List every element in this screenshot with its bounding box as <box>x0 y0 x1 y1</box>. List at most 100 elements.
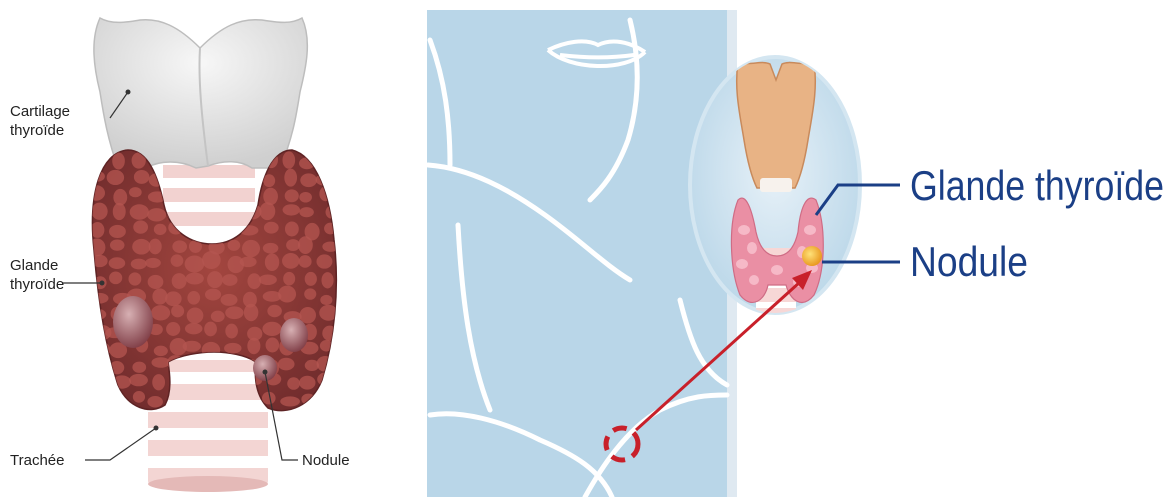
gland-lobule <box>263 243 279 254</box>
gland-lobule <box>171 305 184 318</box>
gland-lobule <box>154 224 167 235</box>
neck-panel <box>427 10 727 497</box>
label-trachea: Trachée <box>10 452 64 469</box>
gland-lobule <box>321 272 333 288</box>
gland-lobule <box>166 322 180 336</box>
gland-lobule <box>317 372 335 386</box>
gland-lobule <box>132 362 146 373</box>
gland-lobule <box>259 274 277 285</box>
gland-lobule <box>299 192 312 203</box>
nodule-left <box>113 296 153 348</box>
label-nodule-left: Nodule <box>302 452 350 469</box>
gland-lobule <box>109 361 124 374</box>
gland-lobule <box>204 322 217 337</box>
gland-lobule <box>286 239 300 251</box>
gland-lobule <box>211 311 225 322</box>
gland-lobule <box>152 374 165 390</box>
gland-lobule <box>299 207 314 217</box>
gland-lobule <box>187 291 200 305</box>
yellow-nodule <box>802 246 822 266</box>
gland-lobule <box>299 376 315 390</box>
gland-lobule <box>185 256 205 273</box>
gland-lobule <box>283 204 300 215</box>
gland-lobule <box>149 173 165 187</box>
gland-lobule <box>282 253 299 269</box>
gland-lobule <box>172 240 187 253</box>
gland-lobule <box>91 359 108 369</box>
gland-lobule <box>267 305 282 318</box>
gland-lobule <box>316 254 332 268</box>
gland-lobule <box>93 378 111 389</box>
gland-lobule <box>285 189 299 202</box>
gland-lobule <box>285 221 299 236</box>
gland-lobule <box>109 272 122 285</box>
gland-lobule <box>187 307 204 323</box>
gland-lobule <box>320 153 338 168</box>
gland-lobule <box>171 254 184 266</box>
gland-lobule <box>284 169 297 187</box>
gland-lobule <box>110 239 125 250</box>
nodule-right <box>280 318 308 352</box>
gland-lobule <box>130 204 149 219</box>
gland-lobule <box>165 291 182 306</box>
gland-lobule <box>89 171 105 182</box>
gland-lobule <box>89 392 106 406</box>
label-gland-1: Glande <box>10 257 58 274</box>
gland-lobule <box>186 272 204 284</box>
gland-lobule <box>207 271 223 288</box>
gland-lobule <box>282 151 295 168</box>
gland-lobule <box>278 358 295 371</box>
gland-lobule <box>300 173 317 187</box>
gland-lobule <box>278 286 296 303</box>
gland-lobule <box>205 289 221 301</box>
gland-lobule <box>185 323 202 334</box>
gland-lobule <box>228 240 241 251</box>
gland-lobule <box>300 307 316 324</box>
gland-lobule <box>299 157 315 169</box>
gland-lobule <box>225 324 238 339</box>
gland-lobule <box>225 306 243 319</box>
gland-lobule <box>299 255 312 268</box>
gland-lobule <box>91 203 107 220</box>
gland-lobule <box>222 274 237 286</box>
gland-lobule <box>113 189 127 206</box>
gland-lobule <box>183 341 201 352</box>
label-cartilage-1: Cartilage <box>10 103 70 120</box>
gland-lobule <box>147 396 163 407</box>
gland-lobule <box>320 394 336 405</box>
gland-lobule <box>131 259 147 270</box>
label-thyroid-gland-right: Glande thyroïde <box>910 162 1164 209</box>
gland-lobule <box>247 338 260 355</box>
upper-trachea <box>163 165 255 236</box>
gland-lobule <box>324 223 337 235</box>
gland-lobule <box>262 322 281 336</box>
gland-lobule <box>128 272 141 285</box>
gland-lobule <box>287 377 300 390</box>
gland-lobule <box>154 346 168 356</box>
gland-lobule <box>240 257 257 268</box>
gland-lobule <box>283 272 295 286</box>
gland-lobule <box>202 342 220 358</box>
label-cartilage-2: thyroïde <box>10 122 64 139</box>
gland-lobule <box>148 275 164 289</box>
gland-lobule <box>264 222 279 234</box>
left-thyroid-diagram: Cartilage thyroïde Glande thyroïde Trach… <box>10 18 350 492</box>
gland-lobule <box>147 208 166 221</box>
gland-lobule <box>322 326 337 341</box>
right-neck-diagram: Glande thyroïde Nodule <box>427 10 1164 497</box>
gland-lobule <box>107 170 124 185</box>
gland-lobule <box>298 236 313 254</box>
gland-lobule <box>172 273 187 289</box>
gland-lobule <box>224 343 241 354</box>
gland-lobule <box>242 240 260 257</box>
label-nodule-right: Nodule <box>910 238 1028 285</box>
gland-lobule <box>89 238 106 256</box>
gland-lobule <box>132 239 150 255</box>
gland-lobule <box>304 288 316 299</box>
gland-lobule <box>322 241 338 251</box>
gland-lobule <box>113 203 126 220</box>
gland-lobule <box>145 258 161 268</box>
gland-lobule <box>244 304 258 321</box>
gland-lobule <box>221 294 238 306</box>
